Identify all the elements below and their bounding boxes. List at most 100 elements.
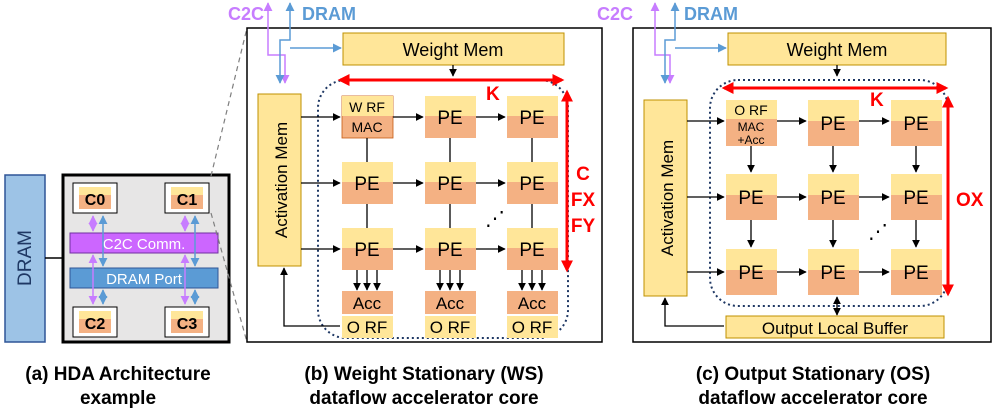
ws-pe-top — [507, 228, 558, 248]
panel-a: DRAM C0 C1 C2 C3 — [4, 27, 248, 409]
core-dram-links — [98, 215, 200, 305]
zoom-line-bottom — [210, 212, 248, 343]
core-c0-label: C0 — [85, 192, 106, 209]
os-pe-label: PE — [820, 114, 845, 135]
ws-acc — [507, 291, 558, 314]
os-pe-top — [726, 174, 777, 195]
ws-pe-label: PE — [519, 108, 544, 129]
os-activation-mem-label: Activation Mem — [658, 140, 677, 256]
panel-a-caption-1: (a) HDA Architecture — [25, 364, 210, 385]
ws-pe-top — [425, 96, 476, 116]
os-pe-first-acc: +Acc — [737, 133, 764, 147]
ws-orf-label: O RF — [347, 318, 388, 337]
ws-pe-first-top — [342, 96, 393, 116]
dram-block-label: DRAM — [15, 230, 36, 286]
ws-orf-label: O RF — [430, 318, 471, 337]
os-pe-label: PE — [903, 188, 928, 209]
zoom-line-top — [210, 27, 248, 177]
os-pe-label: PE — [903, 263, 928, 284]
os-vertical-arrows — [747, 146, 920, 248]
ws-acc-arrows — [353, 270, 546, 291]
ws-pe-label: PE — [519, 240, 544, 261]
panel-c: C2C DRAM Weight Mem Activation Mem O RF … — [597, 2, 992, 409]
ws-orf — [342, 316, 393, 338]
os-output-buffer-label: Output Local Buffer — [762, 319, 909, 338]
ws-pe-top — [507, 162, 558, 182]
os-pe-top — [891, 174, 942, 195]
os-pe-top — [808, 249, 859, 270]
ws-c2c-label: C2C — [228, 4, 264, 24]
ws-pe-top — [342, 162, 393, 182]
os-activation-mem — [643, 99, 688, 297]
ws-pe-label: PE — [437, 108, 462, 129]
ws-side-label-fx: FX — [571, 190, 596, 211]
os-pe-label: PE — [903, 114, 928, 135]
panel-b-caption-1: (b) Weight Stationary (WS) — [304, 364, 543, 385]
ws-weight-mem-label: Weight Mem — [403, 40, 504, 60]
ws-acc-label: Acc — [518, 294, 547, 313]
ws-dram-label: DRAM — [302, 4, 356, 24]
os-k-label: K — [870, 90, 884, 111]
core-c1: C1 — [164, 182, 210, 214]
os-pe-top — [891, 100, 942, 121]
ws-output-feedback — [280, 267, 340, 327]
ws-acc — [425, 291, 476, 314]
ws-orf-label: O RF — [512, 318, 553, 337]
panel-c-caption-2: dataflow accelerator core — [698, 388, 927, 409]
os-pe-label: PE — [738, 188, 763, 209]
os-output-feedback — [661, 297, 724, 327]
os-pe-first-top — [726, 100, 777, 119]
os-c2c-link — [650, 2, 675, 84]
ws-pe-first-wrf: W RF — [349, 99, 385, 115]
os-pe-label: PE — [738, 263, 763, 284]
ws-orf — [425, 316, 476, 338]
os-pe-first-orf: O RF — [734, 102, 767, 118]
ws-pe-label: PE — [519, 174, 544, 195]
ws-activation-mem — [257, 93, 302, 267]
ws-dram-link-act — [275, 2, 295, 84]
ws-side-label-c: C — [576, 164, 590, 185]
c2c-comm-label: C2C Comm. — [103, 236, 186, 253]
ws-weight-mem — [342, 32, 565, 66]
ws-orf — [507, 316, 558, 338]
dram-block — [4, 174, 46, 343]
ws-pe-top — [425, 162, 476, 182]
core-c2-label: C2 — [85, 316, 106, 333]
os-pe-first-mac: MAC — [738, 120, 765, 134]
os-pe-grid: O RF MAC +Acc PE PE PE PE PE PE — [726, 100, 942, 295]
panel-b: C2C DRAM Weight Mem Activation Mem W RF … — [228, 2, 603, 409]
ws-pe-top — [342, 228, 393, 248]
core-c2c-links — [88, 215, 190, 305]
ws-pe-top — [425, 228, 476, 248]
os-activation-inputs — [687, 117, 725, 276]
os-core-outline — [632, 27, 992, 343]
os-c2c-label: C2C — [597, 4, 633, 24]
os-pe-top — [726, 249, 777, 270]
dram-port-label: DRAM Port — [106, 271, 183, 288]
ws-pe-grid: W RF MAC PE PE PE PE PE PE PE — [341, 95, 558, 270]
panel-a-caption-2: example — [80, 388, 156, 409]
ws-pe-label: PE — [354, 174, 379, 195]
panel-b-caption-2: dataflow accelerator core — [309, 388, 538, 409]
panel-c-caption-1: (c) Output Stationary (OS) — [696, 364, 930, 385]
ws-acc-label: Acc — [353, 294, 382, 313]
ws-pe-top — [507, 96, 558, 116]
ws-c2c-link — [263, 2, 290, 84]
os-dots: ⋰ — [868, 221, 888, 243]
core-c1-label: C1 — [177, 192, 198, 209]
os-dram-link-act — [660, 2, 680, 84]
ws-activation-inputs — [301, 113, 341, 253]
os-weight-mem-label: Weight Mem — [787, 40, 888, 60]
ws-pe-label: PE — [437, 174, 462, 195]
ws-core-outline — [246, 27, 603, 343]
os-pe-top — [808, 174, 859, 195]
os-pe-label: PE — [820, 263, 845, 284]
os-pe-top — [891, 249, 942, 270]
os-ox-label: OX — [956, 190, 984, 211]
os-output-buffer — [725, 315, 945, 339]
ws-activation-mem-label: Activation Mem — [272, 122, 291, 238]
os-pe-label: PE — [820, 188, 845, 209]
os-weight-mem — [727, 32, 947, 66]
ws-k-label: K — [486, 84, 500, 105]
